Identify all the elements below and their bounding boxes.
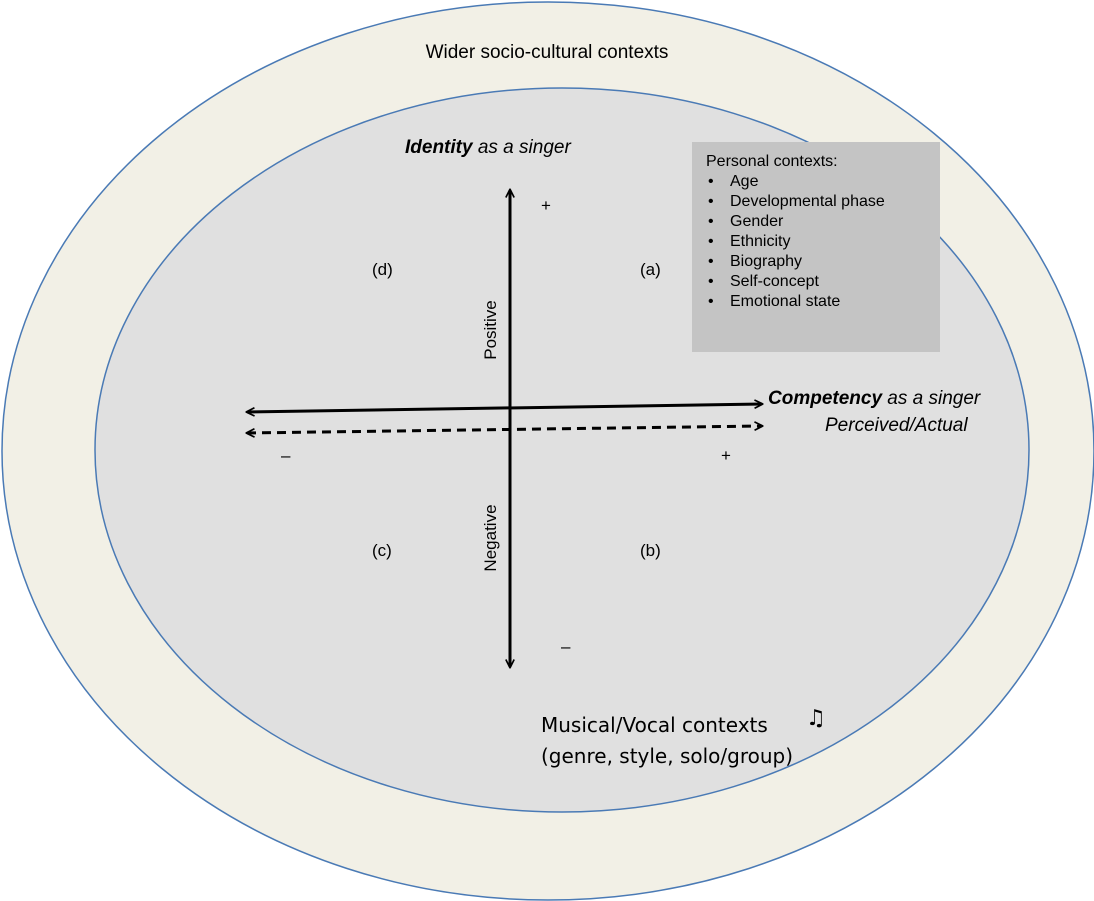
personal-context-item: • Self-concept (706, 272, 940, 292)
outer-context-label: Wider socio-cultural contexts (425, 42, 669, 63)
perceived-actual-dashed-arrow (247, 426, 762, 433)
personal-context-label: Ethnicity (730, 233, 791, 250)
bullet: • (708, 253, 714, 270)
bullet: • (708, 213, 714, 230)
musical-contexts-line2: (genre, style, solo/group) (541, 744, 794, 768)
bullet: • (708, 193, 714, 210)
identity-plus-sign: + (541, 196, 551, 215)
musical-contexts-line1: Musical/Vocal contexts (541, 713, 768, 737)
personal-context-item: • Gender (706, 212, 940, 232)
personal-context-item: • Ethnicity (706, 232, 940, 252)
identity-title-bold: Identity (405, 137, 473, 158)
bullet: • (708, 273, 714, 290)
quadrant-c-label: (c) (372, 541, 392, 560)
personal-context-label: Gender (730, 213, 784, 230)
competency-axis-arrow (247, 404, 762, 412)
competency-title-rest: as a singer (882, 388, 981, 409)
personal-contexts-box: Personal contexts: • Age • Developmental p… (692, 142, 940, 352)
personal-context-item: • Emotional state (706, 292, 940, 312)
bullet: • (708, 173, 714, 190)
negative-axis-label: Negative (481, 504, 500, 572)
bullet: • (708, 233, 714, 250)
personal-contexts-heading: Personal contexts: (706, 153, 838, 170)
music-note-icon: ♫ (806, 706, 826, 731)
identity-axis-title: Identity as a singer (405, 137, 571, 159)
bullet: • (708, 293, 714, 310)
personal-context-label: Developmental phase (730, 193, 885, 210)
quadrant-a-label: (a) (640, 260, 661, 279)
competency-axis-subtitle: Perceived/Actual (825, 415, 968, 436)
competency-axis-title: Competency as a singer (768, 388, 980, 410)
identity-minus-sign: – (561, 637, 571, 656)
personal-context-label: Self-concept (730, 273, 819, 290)
musical-contexts-label: Musical/Vocal contexts (genre, style, so… (541, 710, 793, 772)
personal-context-item: • Biography (706, 252, 940, 272)
personal-context-label: Age (730, 173, 759, 190)
positive-axis-label: Positive (481, 300, 500, 360)
quadrant-b-label: (b) (640, 541, 661, 560)
quadrant-d-label: (d) (372, 260, 393, 279)
personal-context-label: Biography (730, 253, 803, 270)
competency-plus-sign: + (721, 446, 731, 465)
competency-title-bold: Competency (768, 388, 883, 409)
personal-contexts-list: • Age • Developmental phase • Gender • Ethni… (706, 172, 940, 312)
personal-context-item: • Developmental phase (706, 192, 940, 212)
personal-context-item: • Age (706, 172, 940, 192)
identity-title-rest: as a singer (472, 137, 571, 158)
personal-context-label: Emotional state (730, 293, 841, 310)
competency-minus-sign: – (281, 446, 291, 465)
